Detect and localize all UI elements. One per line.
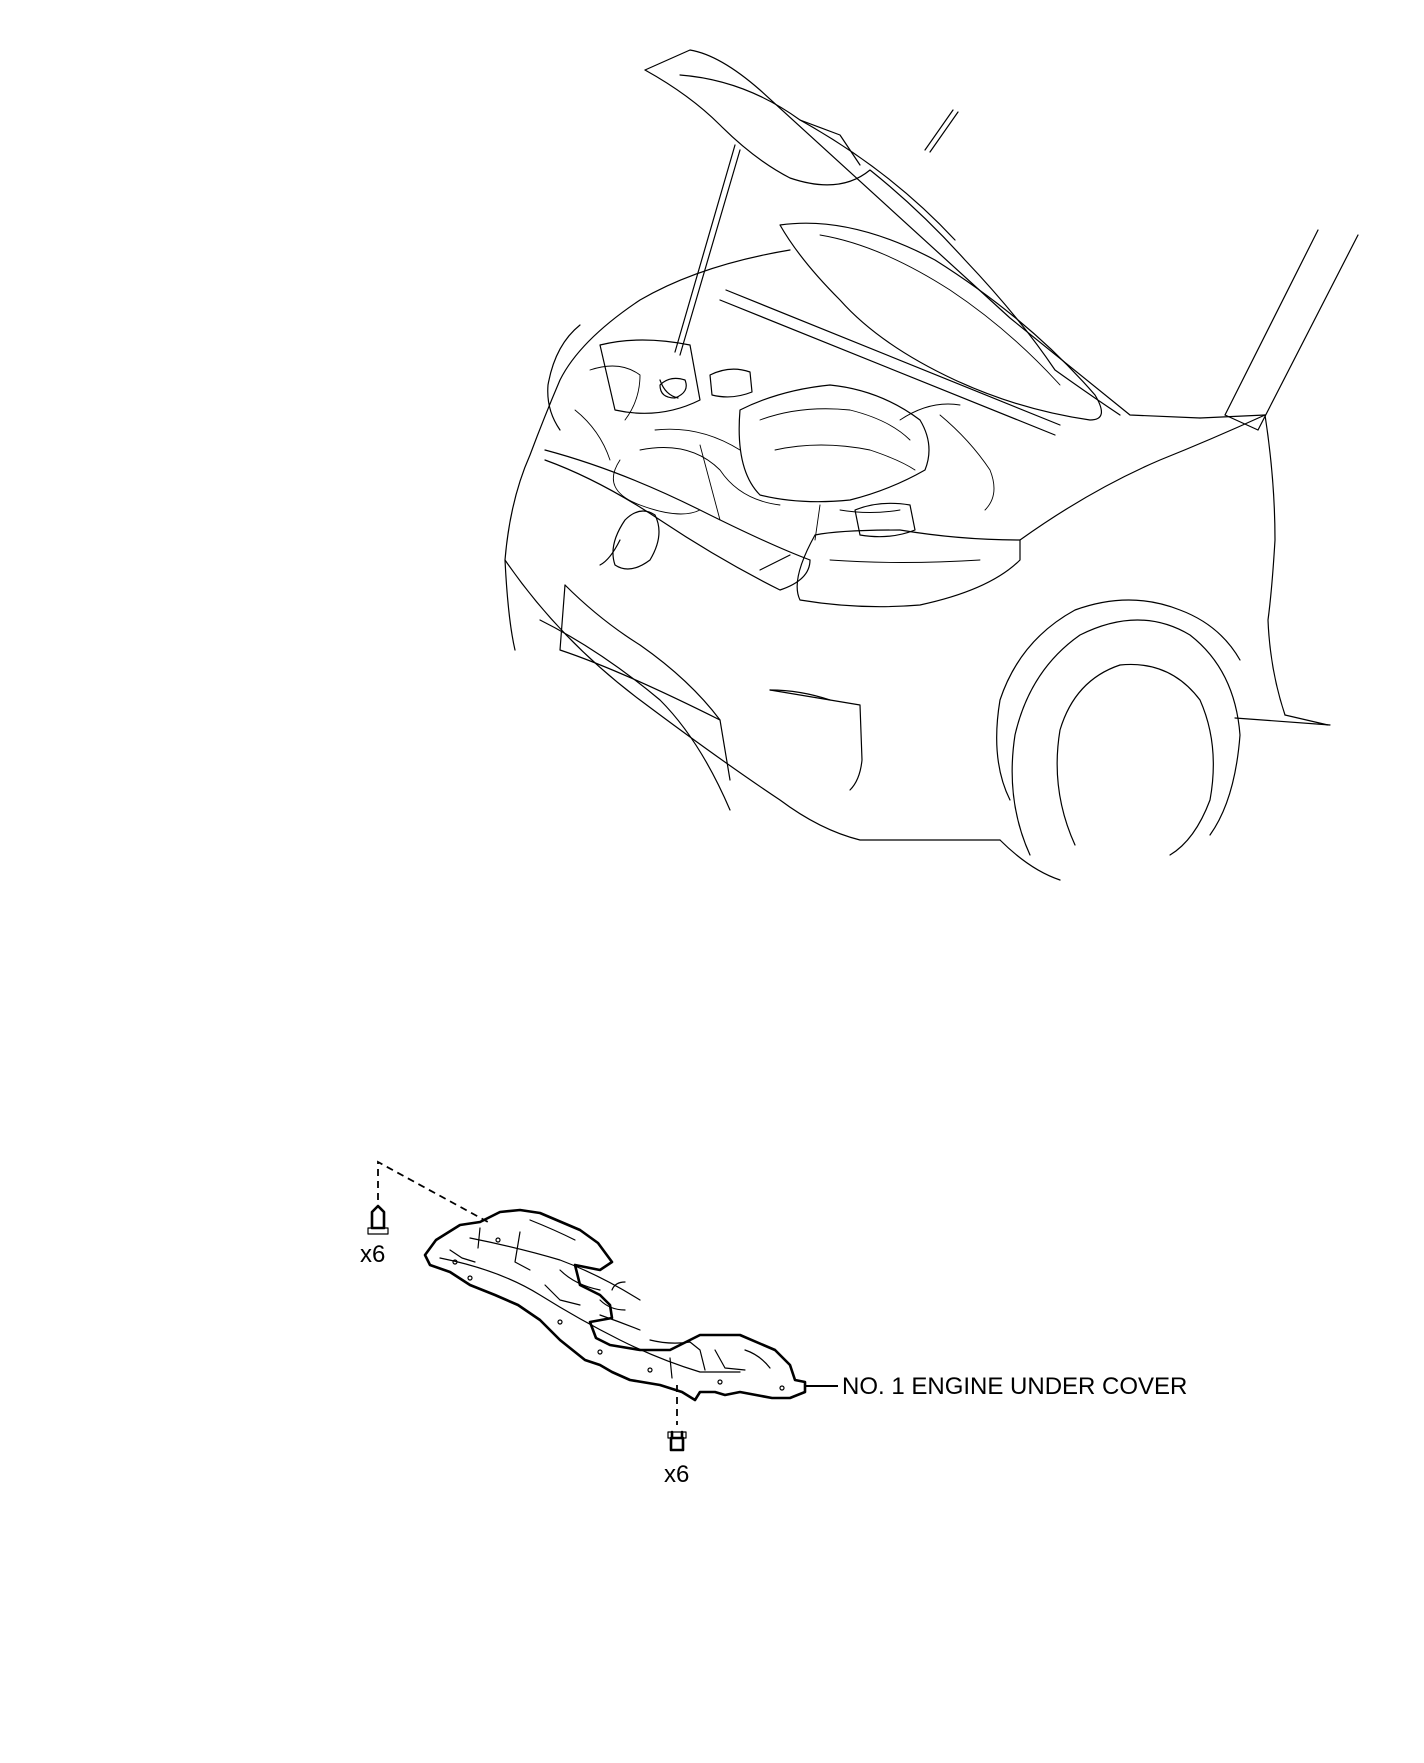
front-wheel	[996, 599, 1241, 856]
lower-bolt-quantity: x6	[664, 1461, 689, 1488]
part-label: NO. 1 ENGINE UNDER COVER	[842, 1373, 1187, 1400]
upper-bolt-quantity: x6	[360, 1241, 385, 1268]
lower-bolt	[667, 1385, 687, 1452]
upper-bolt	[367, 1160, 489, 1235]
engine-compartment	[574, 289, 1061, 541]
body-outline	[504, 249, 1331, 881]
hood-panel	[644, 49, 1201, 421]
windshield-pillar	[1224, 229, 1359, 431]
engine-under-cover	[423, 1208, 807, 1402]
vehicle-front-illustration	[504, 49, 1359, 881]
